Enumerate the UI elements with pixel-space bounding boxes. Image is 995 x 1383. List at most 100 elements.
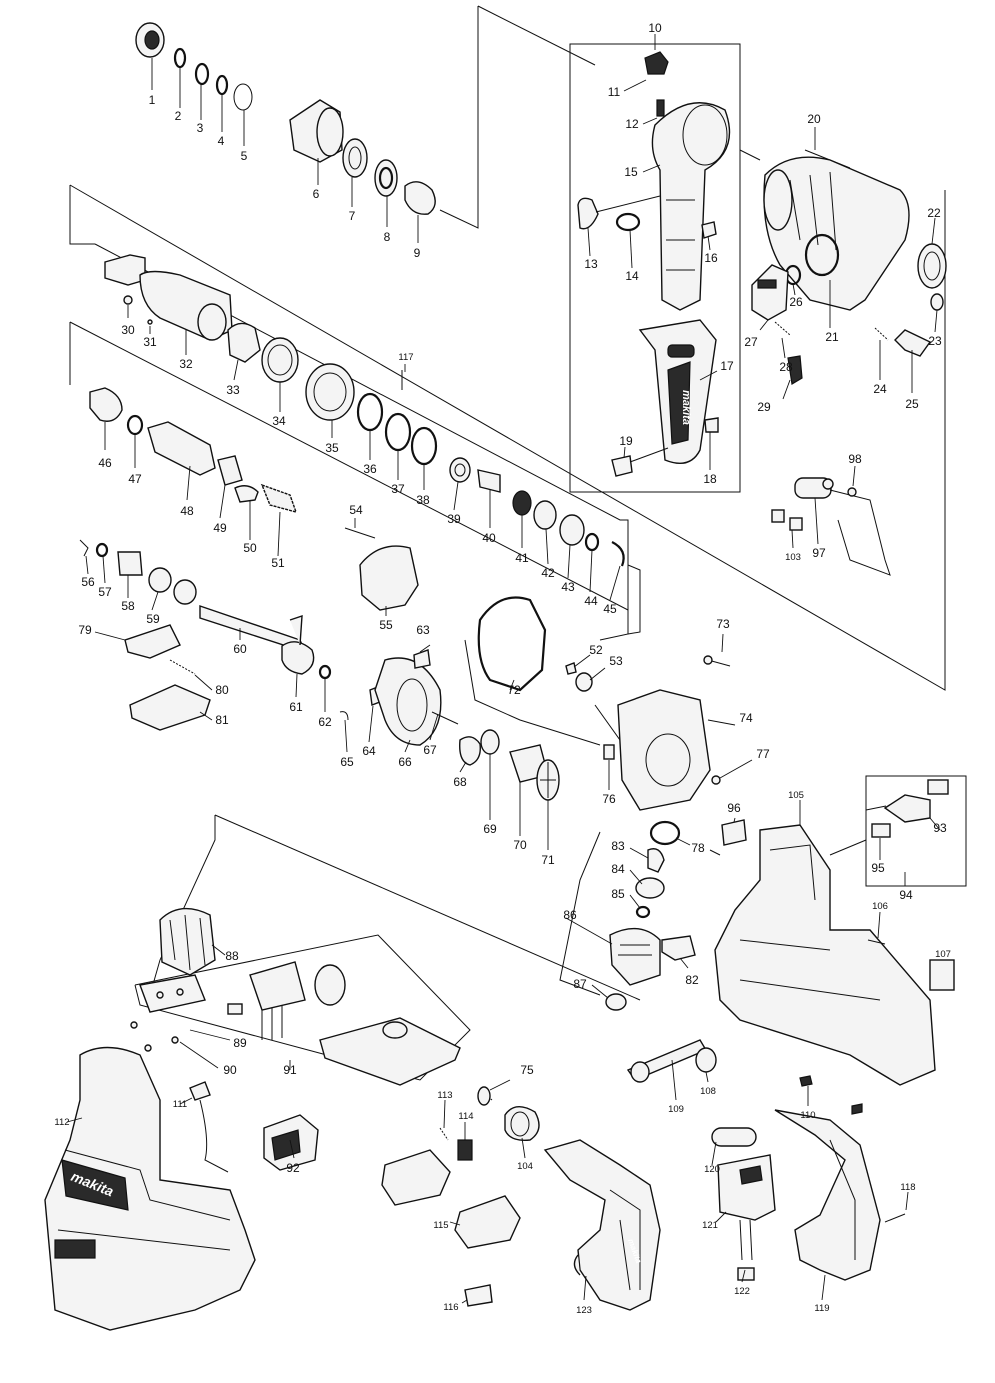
- part-label-112: 112: [54, 1117, 69, 1128]
- part-label-60: 60: [233, 642, 247, 656]
- front-nose-parts: [135, 22, 436, 215]
- part-label-34: 34: [272, 414, 286, 428]
- part-label-20: 20: [807, 112, 821, 126]
- part-label-50: 50: [243, 541, 257, 555]
- housing-right-half: [626, 824, 955, 1115]
- part-label-33: 33: [226, 383, 240, 397]
- part-label-77: 77: [756, 747, 770, 761]
- part-label-55: 55: [379, 618, 393, 632]
- part-label-95: 95: [871, 861, 885, 875]
- part-label-91: 91: [283, 1063, 297, 1077]
- part-label-61: 61: [289, 700, 303, 714]
- part-label-25: 25: [905, 397, 919, 411]
- part-label-48: 48: [180, 504, 194, 518]
- part-label-7: 7: [349, 209, 356, 223]
- part-label-109: 109: [668, 1104, 684, 1115]
- part-label-105: 105: [788, 790, 804, 801]
- part-label-68: 68: [453, 775, 467, 789]
- part-label-57: 57: [98, 585, 112, 599]
- part-label-79: 79: [78, 623, 92, 637]
- leader-lines: [66, 34, 942, 1304]
- part-label-93: 93: [933, 821, 947, 835]
- part-label-4: 4: [218, 134, 225, 148]
- part-label-83: 83: [611, 839, 625, 853]
- part-label-23: 23: [928, 334, 942, 348]
- part-label-22: 22: [927, 206, 941, 220]
- part-label-26: 26: [789, 295, 803, 309]
- part-label-21: 21: [825, 330, 839, 344]
- part-label-94: 94: [899, 888, 913, 902]
- part-label-12: 12: [625, 117, 639, 131]
- part-label-97: 97: [812, 546, 826, 560]
- part-label-19: 19: [619, 434, 633, 448]
- part-label-32: 32: [179, 357, 193, 371]
- part-number-labels: 1 2 3 4 5 6 7 8 9 10 11 12 15 13 14 16 1…: [54, 21, 951, 1316]
- part-label-98: 98: [848, 452, 862, 466]
- part-label-3: 3: [197, 121, 204, 135]
- part-label-51: 51: [271, 556, 285, 570]
- brand-mark: makita: [680, 390, 692, 425]
- part-label-37: 37: [391, 482, 405, 496]
- part-label-86: 86: [563, 908, 577, 922]
- part-label-56: 56: [81, 575, 95, 589]
- part-label-71: 71: [541, 853, 555, 867]
- part-label-41: 41: [515, 551, 529, 565]
- part-label-74: 74: [739, 711, 753, 725]
- part-label-11: 11: [608, 85, 621, 99]
- part-label-78: 78: [691, 841, 705, 855]
- part-label-70: 70: [513, 838, 527, 852]
- mechanism-group: [79, 387, 560, 801]
- part-label-17: 17: [720, 359, 734, 373]
- part-label-24: 24: [873, 382, 887, 396]
- part-label-114: 114: [458, 1111, 473, 1122]
- part-label-115: 115: [433, 1220, 448, 1231]
- part-label-31: 31: [143, 335, 157, 349]
- part-label-106: 106: [872, 901, 888, 912]
- part-label-116: 116: [443, 1302, 458, 1313]
- part-label-30: 30: [121, 323, 135, 337]
- crank-housing-group: [477, 596, 747, 846]
- part-label-5: 5: [241, 149, 248, 163]
- part-label-49: 49: [213, 521, 227, 535]
- part-label-18: 18: [703, 472, 717, 486]
- part-label-82: 82: [685, 973, 699, 987]
- part-label-120: 121: [702, 1220, 718, 1231]
- part-label-85: 85: [611, 887, 625, 901]
- motor-group: [605, 848, 696, 1011]
- part-label-2: 2: [175, 109, 182, 123]
- part-label-76: 76: [602, 792, 616, 806]
- part-label-10: 10: [648, 21, 662, 35]
- part-label-35: 35: [325, 441, 339, 455]
- part-label-72: 72: [507, 683, 521, 697]
- part-label-52: 52: [589, 643, 603, 657]
- part-label-113: 113: [437, 1090, 452, 1101]
- part-label-9: 9: [414, 246, 421, 260]
- part-label-46: 46: [98, 456, 112, 470]
- part-label-53: 53: [609, 654, 623, 668]
- part-label-14: 14: [625, 269, 639, 283]
- part-label-122: 123: [576, 1305, 592, 1316]
- part-label-65: 65: [340, 755, 354, 769]
- part-label-117: 118: [900, 1182, 915, 1193]
- part-label-69: 69: [483, 822, 497, 836]
- part-label-38: 38: [416, 493, 430, 507]
- lower-right-group: [543, 1109, 906, 1311]
- part-label-64: 64: [362, 744, 376, 758]
- part-label-107: 107: [935, 949, 951, 960]
- part-label-47: 47: [128, 472, 142, 486]
- part-label-104: 104: [517, 1161, 533, 1172]
- part-label-103: 103: [785, 552, 801, 563]
- part-label-67: 67: [423, 743, 437, 757]
- lock-plates: [124, 624, 211, 731]
- gear-housing-group: [751, 149, 947, 385]
- part-label-43: 43: [561, 580, 575, 594]
- part-label-16: 16: [704, 251, 718, 265]
- part-label-119: 120: [704, 1164, 720, 1175]
- part-label-63: 63: [416, 623, 430, 637]
- part-label-108: 108: [700, 1086, 716, 1097]
- part-label-87: 87: [573, 977, 587, 991]
- part-label-27: 27: [744, 335, 758, 349]
- part-label-15: 15: [624, 165, 638, 179]
- part-label-90: 90: [223, 1063, 237, 1077]
